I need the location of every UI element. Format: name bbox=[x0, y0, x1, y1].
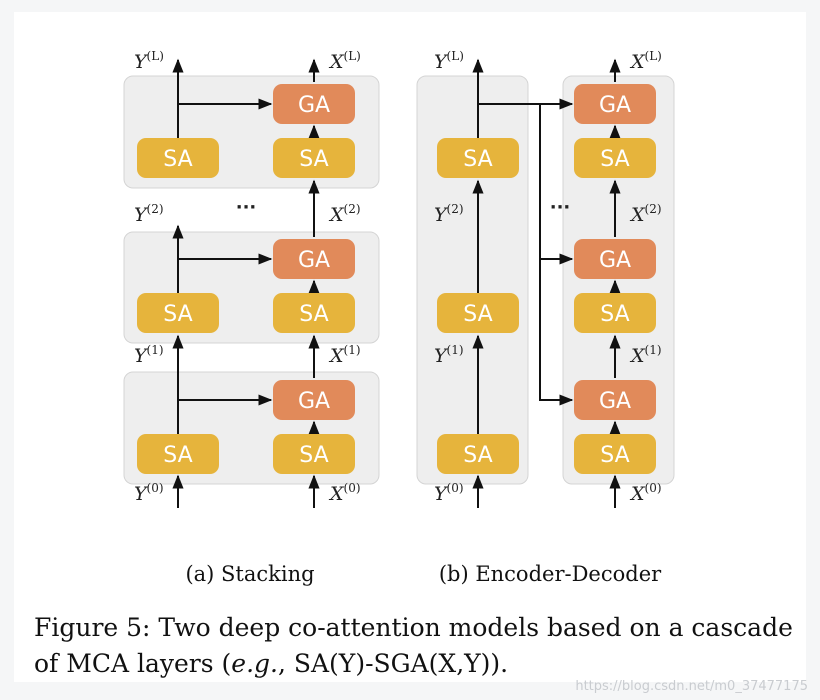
caption-line-2: of MCA layers (e.g., SA(Y)-SGA(X,Y)). bbox=[34, 646, 814, 682]
sa-block: SA bbox=[273, 138, 355, 178]
sa-label: SA bbox=[600, 147, 629, 172]
attention-blocks: GA SA SA GA SA SA GA SA SA SA SA SA GA SA GA SA GA SA bbox=[137, 84, 656, 474]
x1-label: X(1) bbox=[629, 343, 662, 367]
ga-label: GA bbox=[599, 389, 631, 414]
figure-caption: Figure 5: Two deep co-attention models b… bbox=[34, 610, 814, 682]
ga-block: GA bbox=[273, 84, 355, 124]
figure-page: GA SA SA GA SA SA GA SA SA SA SA SA GA SA GA SA GA SA Y(0… bbox=[14, 12, 806, 682]
x2-label: X(2) bbox=[328, 202, 361, 226]
ga-label: GA bbox=[298, 389, 330, 414]
ga-label: GA bbox=[599, 93, 631, 118]
subcaption-a: (a) Stacking bbox=[185, 562, 314, 586]
sa-block: SA bbox=[437, 138, 519, 178]
x1-label: X(1) bbox=[328, 343, 361, 367]
ga-label: GA bbox=[298, 248, 330, 273]
caption-line-2-suffix: , SA(Y)-SGA(X,Y)). bbox=[277, 649, 509, 678]
sa-block: SA bbox=[437, 293, 519, 333]
sa-block: SA bbox=[137, 293, 219, 333]
caption-line-2-prefix: of MCA layers ( bbox=[34, 649, 232, 678]
sa-label: SA bbox=[163, 443, 192, 468]
sa-block: SA bbox=[574, 138, 656, 178]
caption-line-2-italic: e.g. bbox=[231, 649, 278, 678]
ga-block: GA bbox=[273, 239, 355, 279]
sa-label: SA bbox=[463, 147, 492, 172]
sa-label: SA bbox=[299, 443, 328, 468]
co-attention-diagram: GA SA SA GA SA SA GA SA SA SA SA SA GA SA GA SA GA SA Y(0… bbox=[123, 49, 675, 586]
sa-block: SA bbox=[137, 138, 219, 178]
ga-block: GA bbox=[273, 380, 355, 420]
sa-label: SA bbox=[299, 302, 328, 327]
encoder-to-ga-arrow bbox=[539, 104, 574, 406]
y0-label: Y(0) bbox=[134, 481, 164, 505]
sa-label: SA bbox=[600, 443, 629, 468]
sa-block: SA bbox=[137, 434, 219, 474]
y2-label: Y(2) bbox=[134, 202, 164, 226]
watermark: https://blog.csdn.net/m0_37477175 bbox=[575, 679, 808, 694]
encoder-panel bbox=[416, 75, 529, 485]
xL-label: X(L) bbox=[629, 49, 662, 73]
sa-label: SA bbox=[463, 443, 492, 468]
sa-block: SA bbox=[437, 434, 519, 474]
sa-label: SA bbox=[463, 302, 492, 327]
stacking-ellipsis: ··· bbox=[236, 197, 257, 218]
yL-label: Y(L) bbox=[134, 49, 164, 73]
sa-label: SA bbox=[163, 147, 192, 172]
sa-block: SA bbox=[273, 434, 355, 474]
ga-block: GA bbox=[574, 84, 656, 124]
ga-block: GA bbox=[574, 380, 656, 420]
sa-label: SA bbox=[163, 302, 192, 327]
caption-line-1: Figure 5: Two deep co-attention models b… bbox=[34, 613, 793, 642]
y1-label: Y(1) bbox=[134, 343, 164, 367]
ga-label: GA bbox=[298, 93, 330, 118]
yL-label: Y(L) bbox=[434, 49, 464, 73]
decoder-panel bbox=[562, 75, 675, 485]
connection-arrows bbox=[172, 58, 621, 508]
x0-label: X(0) bbox=[328, 481, 361, 505]
sa-label: SA bbox=[299, 147, 328, 172]
encoder-decoder-ellipsis: ··· bbox=[550, 197, 571, 218]
y0-label: Y(0) bbox=[434, 481, 464, 505]
sa-label: SA bbox=[600, 302, 629, 327]
subcaption-b: (b) Encoder-Decoder bbox=[439, 562, 662, 586]
ga-block: GA bbox=[574, 239, 656, 279]
layer-panels bbox=[123, 75, 675, 485]
ga-label: GA bbox=[599, 248, 631, 273]
sa-block: SA bbox=[574, 434, 656, 474]
sa-block: SA bbox=[273, 293, 355, 333]
sa-block: SA bbox=[574, 293, 656, 333]
x0-label: X(0) bbox=[629, 481, 662, 505]
xL-label: X(L) bbox=[328, 49, 361, 73]
